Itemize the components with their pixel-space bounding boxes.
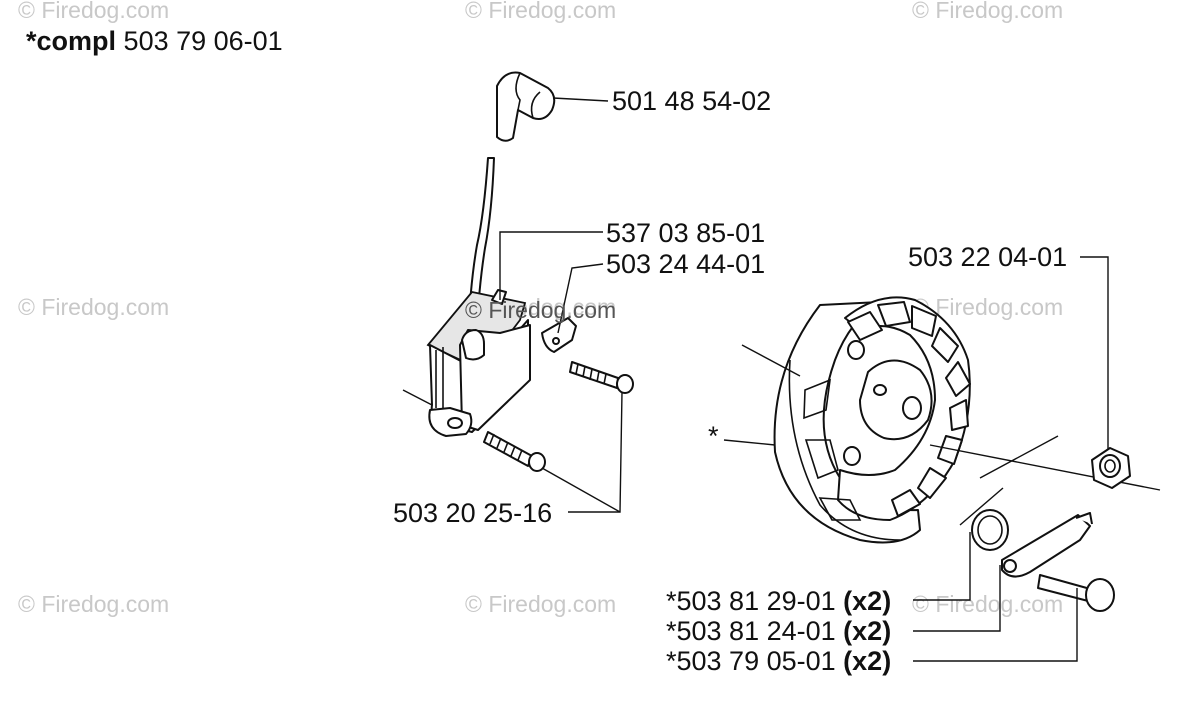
terminal-drawing bbox=[541, 317, 577, 353]
screw-upper-drawing bbox=[569, 361, 634, 394]
watermark: © Firedog.com bbox=[18, 591, 169, 617]
watermarks: © Firedog.com © Firedog.com © Firedog.co… bbox=[18, 0, 1063, 617]
part-label-spring[interactable]: *503 81 29-01 (x2) bbox=[666, 586, 891, 616]
part-label-pawl[interactable]: *503 81 24-01 (x2) bbox=[666, 616, 891, 646]
spring-number: *503 81 29-01 bbox=[666, 586, 836, 616]
screw-lower-drawing bbox=[483, 431, 546, 472]
watermark: © Firedog.com bbox=[18, 294, 169, 320]
pawl-drawing bbox=[1001, 512, 1093, 578]
kit-number: 503 79 06-01 bbox=[124, 26, 283, 56]
part-label-screws[interactable]: 503 20 25-16 bbox=[393, 498, 552, 528]
pin-drawing bbox=[1037, 574, 1115, 612]
watermark: © Firedog.com bbox=[465, 0, 616, 23]
watermark: © Firedog.com bbox=[912, 591, 1063, 617]
watermark: © Firedog.com bbox=[912, 0, 1063, 23]
ignition-module-drawing bbox=[426, 289, 531, 437]
spring-qty: (x2) bbox=[843, 586, 891, 616]
watermark: © Firedog.com bbox=[18, 0, 169, 23]
kit-prefix: *compl bbox=[26, 26, 116, 56]
watermark: © Firedog.com bbox=[465, 297, 616, 323]
pawl-qty: (x2) bbox=[843, 616, 891, 646]
watermark: © Firedog.com bbox=[465, 591, 616, 617]
flywheel-marker: * bbox=[708, 421, 719, 451]
flywheel-drawing bbox=[773, 296, 971, 544]
pawl-number: *503 81 24-01 bbox=[666, 616, 836, 646]
pin-number: *503 79 05-01 bbox=[666, 646, 836, 676]
part-label-ignition-module[interactable]: 537 03 85-01 bbox=[606, 218, 765, 248]
nut-drawing bbox=[1091, 447, 1131, 489]
part-label-pin[interactable]: *503 79 05-01 (x2) bbox=[666, 646, 891, 676]
part-label-spark-cap[interactable]: 501 48 54-02 bbox=[612, 86, 771, 116]
part-label-terminal[interactable]: 503 24 44-01 bbox=[606, 249, 765, 279]
spark-cap-drawing bbox=[496, 71, 556, 142]
spring-drawing bbox=[971, 509, 1009, 551]
kit-title: *compl 503 79 06-01 bbox=[26, 26, 283, 56]
pin-qty: (x2) bbox=[843, 646, 891, 676]
part-label-flywheel-nut[interactable]: 503 22 04-01 bbox=[908, 242, 1067, 272]
